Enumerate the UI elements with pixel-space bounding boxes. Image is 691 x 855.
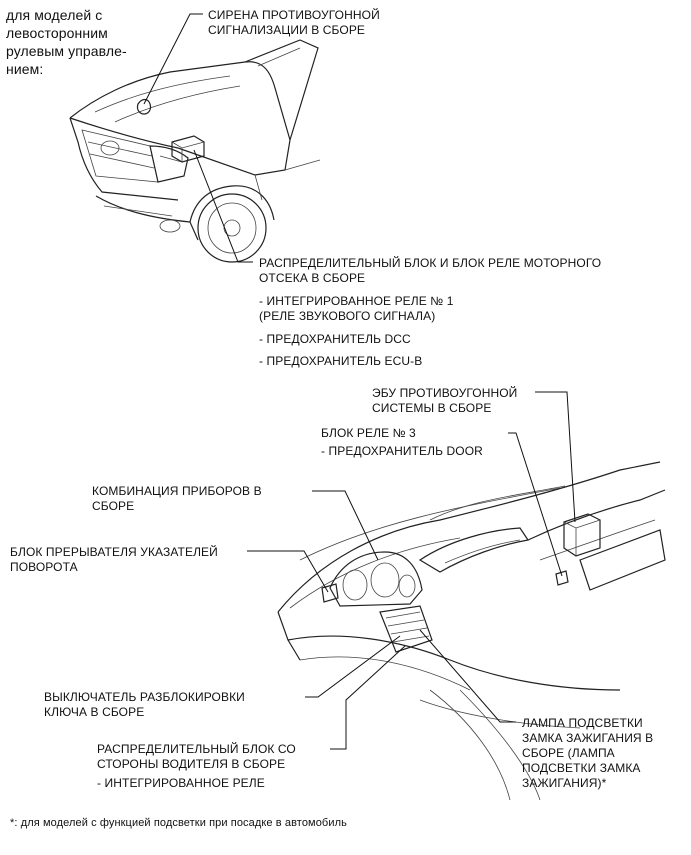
- label-engine-item-dcc-fuse: - ПРЕДОХРАНИТЕЛЬ DCC: [259, 332, 411, 346]
- label-combination-meter: КОМБИНАЦИЯ ПРИБОРОВ В СБОРЕ: [92, 484, 262, 513]
- label-integration-relay: - ИНТЕГРИРОВАННОЕ РЕЛЕ: [97, 776, 265, 790]
- label-ignition-key-lamp: ЛАМПА ПОДСВЕТКИ ЗАМКА ЗАЖИГАНИЯ В СБОРЕ …: [522, 716, 654, 790]
- footnote: *: для моделей с функцией подсветки при …: [10, 817, 347, 829]
- label-engine-item-horn-relay: - ИНТЕГРИРОВАННОЕ РЕЛЕ № 1 (РЕЛЕ ЗВУКОВО…: [259, 294, 454, 323]
- label-theft-ecu: ЭБУ ПРОТИВОУГОННОЙ СИСТЕМЫ В СБОРЕ: [372, 386, 518, 415]
- label-engine-junction-block: РАСПРЕДЕЛИТЕЛЬНЫЙ БЛОК И БЛОК РЕЛЕ МОТОР…: [259, 256, 602, 285]
- label-key-unlock-switch: ВЫКЛЮЧАТЕЛЬ РАЗБЛОКИРОВКИ КЛЮЧА В СБОРЕ: [44, 690, 245, 719]
- label-relay-block-3: БЛОК РЕЛЕ № 3: [321, 426, 416, 440]
- label-engine-item-ecub-fuse: - ПРЕДОХРАНИТЕЛЬ ECU-B: [259, 354, 423, 368]
- label-siren: СИРЕНА ПРОТИВОУГОННОЙ СИГНАЛИЗАЦИИ В СБО…: [208, 8, 380, 37]
- car-front-illustration: [69, 39, 321, 263]
- model-note: для моделей с левосторонним рулевым упра…: [6, 7, 127, 77]
- label-door-fuse: - ПРЕДОХРАНИТЕЛЬ DOOR: [321, 444, 483, 458]
- label-turn-flasher: БЛОК ПРЕРЫВАТЕЛЯ УКАЗАТЕЛЕЙ ПОВОРОТА: [10, 545, 218, 574]
- leader-lines: [143, 13, 576, 750]
- dashboard-illustration: [277, 461, 666, 801]
- label-driver-junction-block: РАСПРЕДЕЛИТЕЛЬНЫЙ БЛОК СО СТОРОНЫ ВОДИТЕ…: [97, 742, 296, 771]
